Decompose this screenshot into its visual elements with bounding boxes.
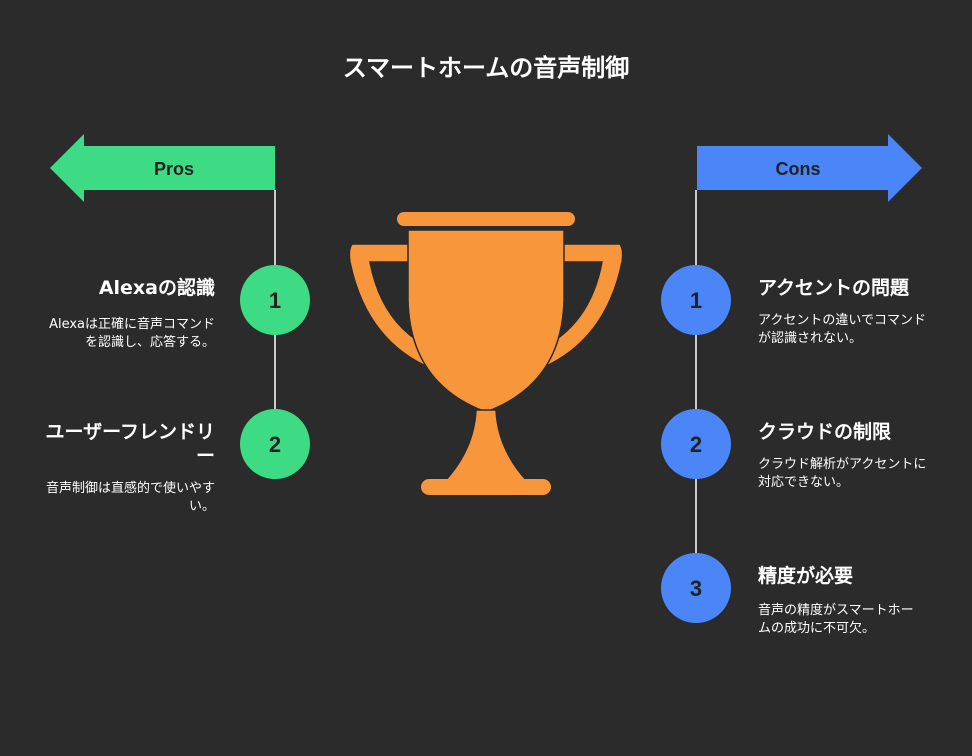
trophy-cup xyxy=(407,229,565,413)
pros-item-2-title: ユーザーフレンドリー xyxy=(45,421,215,467)
trophy-handle-right xyxy=(537,243,624,370)
pros-circle-1 xyxy=(240,265,310,335)
pros-item-1-desc: Alexaは正確に音声コマンドを認識し、応答する。 xyxy=(49,317,215,350)
cons-item-3-title: 精度が必要 xyxy=(758,565,854,587)
cons-item-3-desc: 音声の精度がスマートホームの成功に不可欠。 xyxy=(758,603,914,636)
cons-item-2-desc: クラウド解析がアクセントに対応できない。 xyxy=(758,457,927,490)
cons-arrow: Cons xyxy=(697,134,922,202)
pros-circle-2 xyxy=(240,409,310,479)
trophy-handle-left xyxy=(348,243,435,370)
pros-arrow: Pros xyxy=(50,134,275,202)
cons-number-2: 2 xyxy=(690,432,702,457)
cons-item-1-desc: アクセントの違いでコマンドが認識されない。 xyxy=(758,313,926,346)
pros-number-1: 1 xyxy=(269,288,281,313)
cons-item-2-title: クラウドの制限 xyxy=(758,421,892,443)
trophy-rim xyxy=(397,212,575,226)
pros-number-2: 2 xyxy=(269,432,281,457)
cons-arrow-shape xyxy=(697,134,922,202)
cons-marker-1: 1 xyxy=(661,265,731,335)
cons-number-1: 1 xyxy=(690,288,702,313)
page-title: スマートホームの音声制御 xyxy=(342,54,630,82)
pros-arrow-shape xyxy=(50,134,275,202)
pros-label: Pros xyxy=(154,159,194,179)
pros-item-1-title: Alexaの認識 xyxy=(98,277,215,299)
cons-item-1-title: アクセントの問題 xyxy=(758,277,910,299)
pros-marker-1: 1 xyxy=(240,265,310,335)
trophy-base xyxy=(421,479,551,495)
cons-circle-2 xyxy=(661,409,731,479)
trophy-stem xyxy=(442,409,530,483)
cons-marker-3: 3 xyxy=(661,553,731,623)
pros-marker-2: 2 xyxy=(240,409,310,479)
trophy-icon xyxy=(348,212,624,495)
pros-item-2-desc: 音声制御は直感的で使いやすい。 xyxy=(45,481,215,514)
cons-number-3: 3 xyxy=(690,576,702,601)
cons-marker-2: 2 xyxy=(661,409,731,479)
cons-label: Cons xyxy=(776,159,821,179)
cons-circle-1 xyxy=(661,265,731,335)
cons-circle-3 xyxy=(661,553,731,623)
